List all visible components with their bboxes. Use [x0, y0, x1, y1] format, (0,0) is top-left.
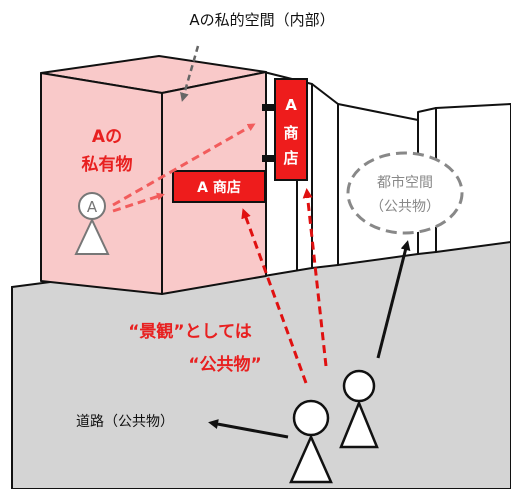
private-label-line2: 私有物: [82, 154, 133, 175]
horizontal-sign-text: A 商店: [197, 179, 241, 196]
horizontal-sign: [172, 170, 266, 203]
landscape-label-line1: “景観”としては: [128, 321, 252, 342]
landscape-label-line2: “公共物”: [188, 354, 261, 375]
right-buildings: [263, 71, 511, 277]
vertical-sign-char-1: A: [285, 96, 297, 114]
arrow-to-urban-space: [376, 240, 411, 359]
person-a: A: [74, 192, 110, 255]
road-label: 道路（公共物）: [76, 414, 174, 430]
vertical-sign-char-3: 店: [283, 149, 298, 167]
private-label-line1: Aの: [92, 127, 122, 147]
vertical-sign: [274, 78, 308, 181]
urban-space-bubble: [346, 151, 464, 235]
arrow-to-road-label: [208, 419, 289, 439]
urban-space-line1: 都市空間: [377, 174, 433, 191]
owner-arrow-lower: [112, 192, 165, 213]
owner-arrow-upper: [112, 123, 256, 207]
view-arrow-to-vertical-sign: [302, 188, 328, 367]
person-a-letter: A: [87, 198, 98, 216]
sign-bracket-bottom: [262, 155, 275, 162]
vertical-sign-char-2: 商: [283, 124, 298, 142]
view-arrow-to-horizontal-sign: [241, 208, 308, 384]
viewer-person-front: [289, 399, 333, 484]
title-arrow: [180, 45, 200, 102]
sign-bracket-top: [262, 104, 275, 111]
viewer-person-back: [339, 369, 379, 449]
title-label: Aの私的空間（内部）: [189, 11, 334, 29]
urban-space-line2: （公共物）: [370, 199, 440, 215]
